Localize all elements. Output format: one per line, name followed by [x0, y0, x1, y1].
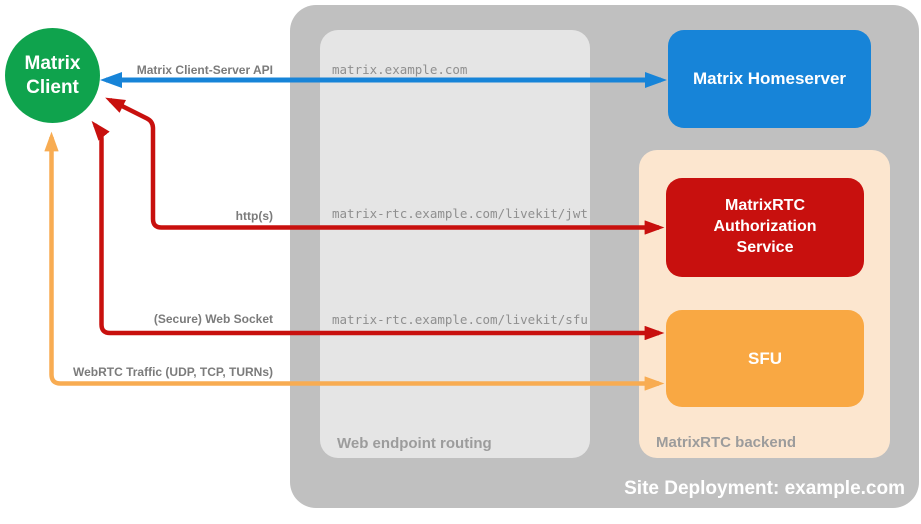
site-deployment-caption: Site Deployment: example.com: [624, 478, 905, 499]
matrixrtc-auth-service-node: MatrixRTC Authorization Service: [666, 178, 864, 277]
sfu-node: SFU: [666, 310, 864, 407]
matrix-client-node: Matrix Client: [5, 28, 100, 123]
web-endpoint-routing-caption: Web endpoint routing: [337, 435, 492, 452]
matrix-homeserver-label: Matrix Homeserver: [692, 69, 847, 88]
matrixrtc-backend-caption: MatrixRTC backend: [656, 434, 797, 451]
matrix-client-label: Matrix Client: [24, 52, 81, 98]
webrtc-traffic-label: WebRTC Traffic (UDP, TCP, TURNs): [72, 365, 273, 379]
endpoint-homeserver-domain-label: matrix.example.com: [332, 62, 468, 77]
client-server-api-label: Matrix Client-Server API: [136, 63, 273, 77]
sfu-label: SFU: [748, 348, 782, 368]
matrixrtc-auth-service-label: MatrixRTC Authorization Service: [713, 197, 817, 256]
web-endpoint-routing-container: [320, 30, 590, 458]
websocket-label: (Secure) Web Socket: [153, 312, 273, 326]
matrix-homeserver-node: Matrix Homeserver: [668, 30, 871, 128]
endpoint-livekit-sfu-label: matrix-rtc.example.com/livekit/sfu: [332, 312, 588, 327]
https-label: http(s): [235, 209, 273, 223]
endpoint-livekit-jwt-label: matrix-rtc.example.com/livekit/jwt: [332, 206, 588, 221]
